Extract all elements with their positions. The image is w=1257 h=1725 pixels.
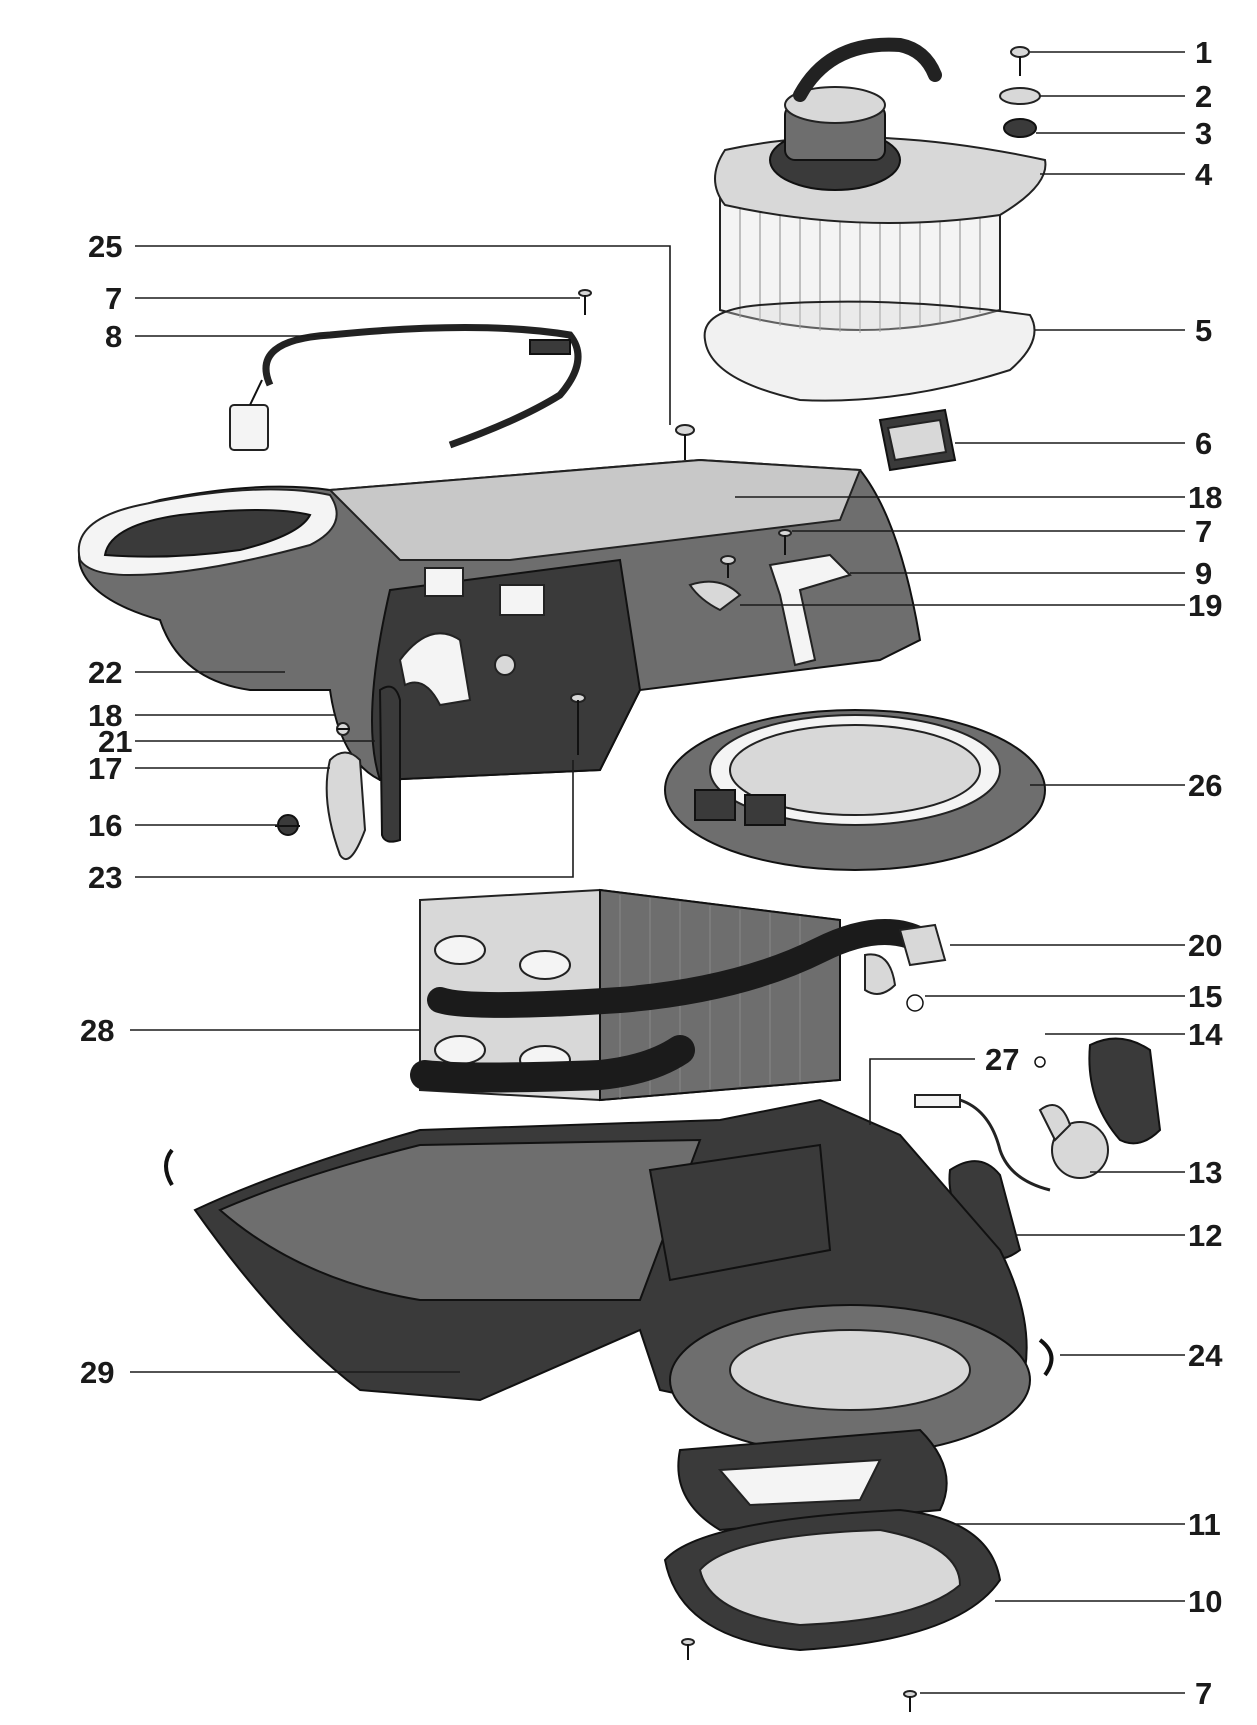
screw-18-left — [336, 722, 350, 736]
callout-8: 8 — [105, 319, 122, 354]
callout-3: 3 — [1195, 116, 1212, 151]
callout-2: 2 — [1195, 79, 1212, 114]
callout-17: 17 — [88, 751, 122, 786]
filter-frame-11 — [677, 1428, 948, 1532]
callout-16: 16 — [88, 808, 122, 843]
callout-14: 14 — [1188, 1017, 1223, 1052]
upper-housing-22 — [77, 458, 922, 782]
clip-24 — [1038, 1338, 1054, 1377]
callout-5: 5 — [1195, 313, 1212, 348]
callout-9: 9 — [1195, 556, 1212, 591]
thermostat-13 — [914, 1037, 1162, 1192]
callout-25: 25 — [88, 229, 122, 264]
callout-7-bottom: 7 — [1195, 1676, 1212, 1711]
callout-labels: 1 2 3 4 5 6 7 7 7 8 9 10 11 12 13 14 15 … — [80, 35, 1223, 1711]
screw-7-mid — [778, 529, 792, 555]
scroll-ring-26 — [664, 709, 1046, 871]
screw-23 — [570, 693, 586, 755]
callout-20: 20 — [1188, 928, 1222, 963]
wiring-harness-8 — [229, 324, 582, 451]
callout-24: 24 — [1188, 1338, 1223, 1373]
washer-2 — [999, 87, 1041, 105]
screw-18-right — [720, 555, 736, 578]
o-ring-14 — [1034, 1056, 1046, 1068]
grommet-3 — [1003, 118, 1037, 138]
callout-11: 11 — [1188, 1507, 1221, 1542]
blower-motor-assembly — [703, 37, 1047, 402]
callout-21: 21 — [98, 724, 132, 759]
callout-7-left: 7 — [105, 281, 122, 316]
lower-housing-29 — [193, 1098, 1031, 1456]
evaporator-core-28 — [410, 888, 947, 1102]
screw-7-top — [578, 289, 592, 315]
clip-21 — [378, 685, 401, 843]
screw-25 — [675, 424, 695, 460]
callout-22: 22 — [88, 655, 122, 690]
callout-15: 15 — [1188, 979, 1222, 1014]
callout-4: 4 — [1195, 157, 1213, 192]
screw-16 — [275, 814, 300, 836]
o-ring-15 — [906, 994, 924, 1012]
callout-7-right: 7 — [1195, 514, 1212, 549]
callout-27: 27 — [985, 1042, 1019, 1077]
cover-plate-9 — [768, 553, 852, 667]
callout-6: 6 — [1195, 426, 1212, 461]
callout-18-left: 18 — [88, 698, 122, 733]
screw-1 — [1010, 46, 1030, 76]
callout-10: 10 — [1188, 1584, 1222, 1619]
callout-12: 12 — [1188, 1218, 1222, 1253]
rubber-sleeve-6 — [878, 408, 957, 472]
leader-lines — [130, 51, 1185, 1694]
callout-19: 19 — [1188, 588, 1222, 623]
filter-10 — [663, 1508, 1002, 1652]
callout-13: 13 — [1188, 1155, 1222, 1190]
callout-26: 26 — [1188, 768, 1222, 803]
callout-28: 28 — [80, 1013, 114, 1048]
callout-18-right: 18 — [1188, 480, 1222, 515]
clamp-17 — [325, 751, 367, 861]
clip-left — [164, 1148, 174, 1187]
clip-19 — [688, 580, 742, 612]
callout-29: 29 — [80, 1355, 114, 1390]
screw-filter-left — [681, 1638, 695, 1660]
screw-7-bottom — [903, 1690, 917, 1712]
callout-1: 1 — [1195, 35, 1212, 70]
callout-23: 23 — [88, 860, 122, 895]
